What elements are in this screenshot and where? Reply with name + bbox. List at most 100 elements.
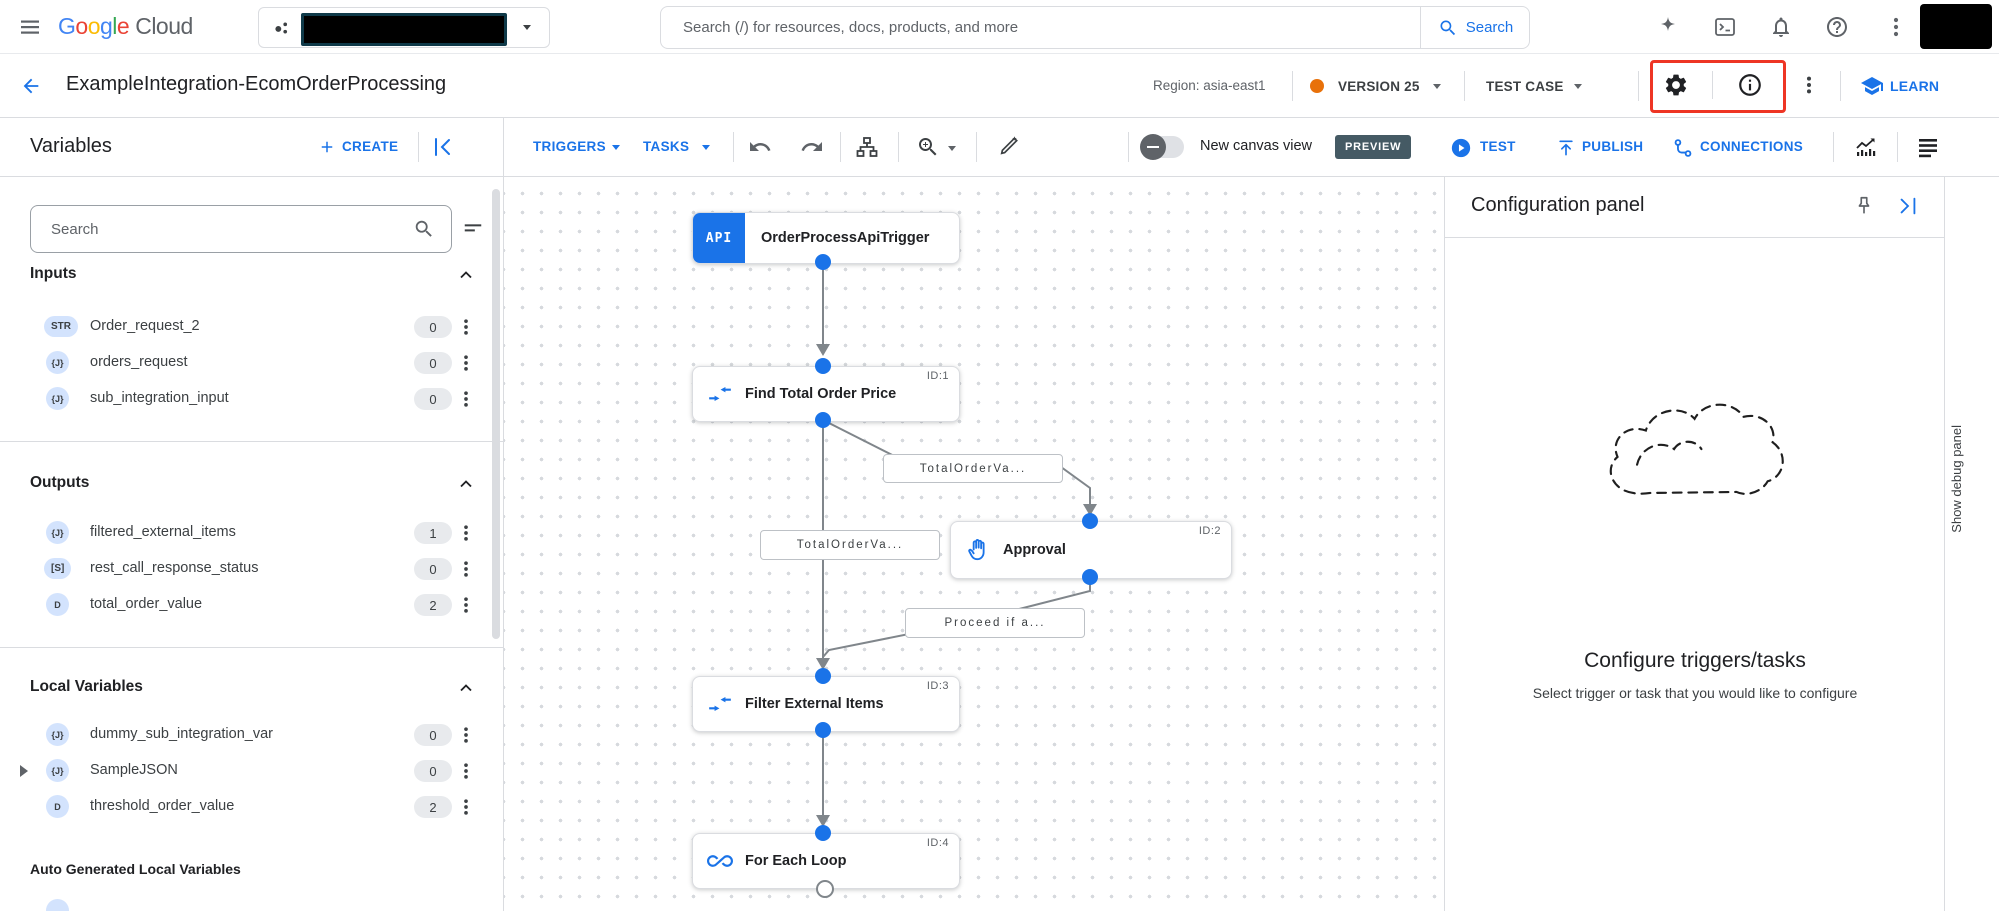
avatar[interactable] <box>1920 4 1992 49</box>
region-label: Region: asia-east1 <box>1153 78 1266 93</box>
divider <box>1638 71 1639 101</box>
connections-icon[interactable] <box>1672 137 1694 159</box>
project-selector[interactable] <box>258 7 550 48</box>
kebab-menu-icon[interactable] <box>456 559 476 579</box>
editor-toolbar: Variables CREATE TRIGGERS TASKS <box>0 118 1999 177</box>
gemini-sparkle-icon[interactable] <box>1656 15 1680 39</box>
redo-icon[interactable] <box>800 135 824 159</box>
divider <box>976 132 977 162</box>
collapse-panel-right-icon[interactable] <box>1897 195 1919 217</box>
project-name-redacted <box>301 13 507 46</box>
pin-icon[interactable] <box>1853 195 1875 217</box>
auto-layout-icon[interactable] <box>855 135 879 159</box>
data-mapping-icon <box>707 691 733 717</box>
more-options-icon[interactable] <box>1798 74 1820 96</box>
usage-count-badge: 2 <box>414 796 452 818</box>
sort-filter-icon[interactable] <box>462 217 484 239</box>
node-id-label: ID:3 <box>926 680 949 692</box>
back-arrow-icon[interactable] <box>20 75 42 97</box>
kebab-menu-icon[interactable] <box>456 595 476 615</box>
divider <box>418 132 419 162</box>
variable-row[interactable]: {J} filtered_external_items 1 <box>0 515 503 551</box>
search-button-label: Search <box>1465 19 1514 36</box>
variable-row[interactable]: D total_order_value 2 <box>0 587 503 623</box>
new-canvas-view-toggle[interactable] <box>1140 134 1184 160</box>
section-title-inputs: Inputs <box>30 265 77 282</box>
metrics-chart-icon[interactable] <box>1854 135 1878 159</box>
toggle-knob <box>1140 134 1166 160</box>
test-button[interactable]: TEST <box>1480 139 1516 154</box>
divider <box>840 132 841 162</box>
variable-row[interactable]: [S] rest_call_response_status 0 <box>0 551 503 587</box>
divider <box>1464 71 1465 101</box>
variable-type-chip: {J} <box>46 387 69 410</box>
variable-row[interactable]: {J} SampleJSON 0 <box>0 753 503 789</box>
info-icon[interactable] <box>1737 72 1763 98</box>
publish-icon[interactable] <box>1556 138 1576 158</box>
notifications-bell-icon[interactable] <box>1769 15 1793 39</box>
learn-graduation-cap-icon[interactable] <box>1860 74 1884 98</box>
kebab-menu-icon[interactable] <box>456 523 476 543</box>
version-dropdown[interactable]: VERSION 25 <box>1338 79 1420 94</box>
zoom-icon[interactable] <box>916 135 940 159</box>
node-for-each-loop[interactable]: For Each Loop ID:4 <box>692 833 960 889</box>
show-debug-panel-strip[interactable]: Show debug panel <box>1944 177 1999 911</box>
variable-name: rest_call_response_status <box>90 560 259 576</box>
chevron-up-icon[interactable] <box>456 474 476 494</box>
more-options-icon[interactable] <box>1884 15 1908 39</box>
api-trigger-icon: API <box>693 213 745 263</box>
publish-button[interactable]: PUBLISH <box>1582 139 1644 154</box>
divider <box>1897 132 1898 162</box>
edge-condition-label[interactable]: TotalOrderVa... <box>760 530 940 560</box>
magic-edit-icon[interactable] <box>996 135 1020 159</box>
divider <box>0 647 503 648</box>
global-search-button[interactable]: Search <box>1420 7 1530 48</box>
node-title: Find Total Order Price <box>745 386 897 402</box>
triggers-dropdown[interactable]: TRIGGERS <box>533 139 606 154</box>
global-search-input[interactable] <box>681 7 1385 48</box>
edge-condition-label[interactable]: TotalOrderVa... <box>883 454 1063 483</box>
settings-gear-icon[interactable] <box>1663 72 1689 98</box>
variable-row[interactable]: {J} sub_integration_input 0 <box>0 381 503 417</box>
connections-button[interactable]: CONNECTIONS <box>1700 139 1804 154</box>
variable-row[interactable]: {J} dummy_sub_integration_var 0 <box>0 717 503 753</box>
plus-icon[interactable] <box>318 138 336 156</box>
variable-row[interactable]: STR Order_request_2 0 <box>0 309 503 345</box>
tasks-dropdown[interactable]: TASKS <box>643 139 690 154</box>
variable-row[interactable]: {J} orders_request 0 <box>0 345 503 381</box>
variable-type-chip: D <box>46 593 69 616</box>
version-status-dot <box>1310 79 1324 93</box>
node-id-label: ID:4 <box>926 837 949 849</box>
kebab-menu-icon[interactable] <box>456 725 476 745</box>
help-icon[interactable] <box>1825 15 1849 39</box>
integration-canvas[interactable]: TotalOrderVa... TotalOrderVa... Proceed … <box>504 177 1444 911</box>
cloud-shell-icon[interactable] <box>1713 15 1737 39</box>
kebab-menu-icon[interactable] <box>456 317 476 337</box>
variable-type-chip: {J} <box>46 723 69 746</box>
kebab-menu-icon[interactable] <box>456 389 476 409</box>
learn-link[interactable]: LEARN <box>1890 78 1940 94</box>
kebab-menu-icon[interactable] <box>456 353 476 373</box>
collapse-panel-left-icon[interactable] <box>430 135 454 159</box>
configure-heading: Configure triggers/tasks <box>1584 649 1806 672</box>
kebab-menu-icon[interactable] <box>456 761 476 781</box>
undo-icon[interactable] <box>748 135 772 159</box>
test-play-icon[interactable] <box>1450 137 1472 159</box>
logs-list-icon[interactable] <box>1916 135 1940 159</box>
configuration-panel-title: Configuration panel <box>1471 194 1645 216</box>
chevron-up-icon[interactable] <box>456 678 476 698</box>
dropdown-caret-icon <box>612 145 620 150</box>
expand-arrow-icon[interactable] <box>20 765 28 777</box>
variables-search-input[interactable] <box>49 207 403 251</box>
kebab-menu-icon[interactable] <box>456 797 476 817</box>
edge-condition-label[interactable]: Proceed if a... <box>905 608 1085 638</box>
sidebar-scrollbar[interactable] <box>492 189 500 639</box>
test-case-dropdown[interactable]: TEST CASE <box>1486 79 1564 94</box>
create-variable-button[interactable]: CREATE <box>342 139 399 154</box>
dropdown-caret-icon <box>1433 84 1441 89</box>
variable-row[interactable]: D threshold_order_value 2 <box>0 789 503 825</box>
dropdown-caret-icon[interactable] <box>948 146 956 151</box>
chevron-up-icon[interactable] <box>456 265 476 285</box>
hamburger-menu-icon[interactable] <box>18 15 42 39</box>
